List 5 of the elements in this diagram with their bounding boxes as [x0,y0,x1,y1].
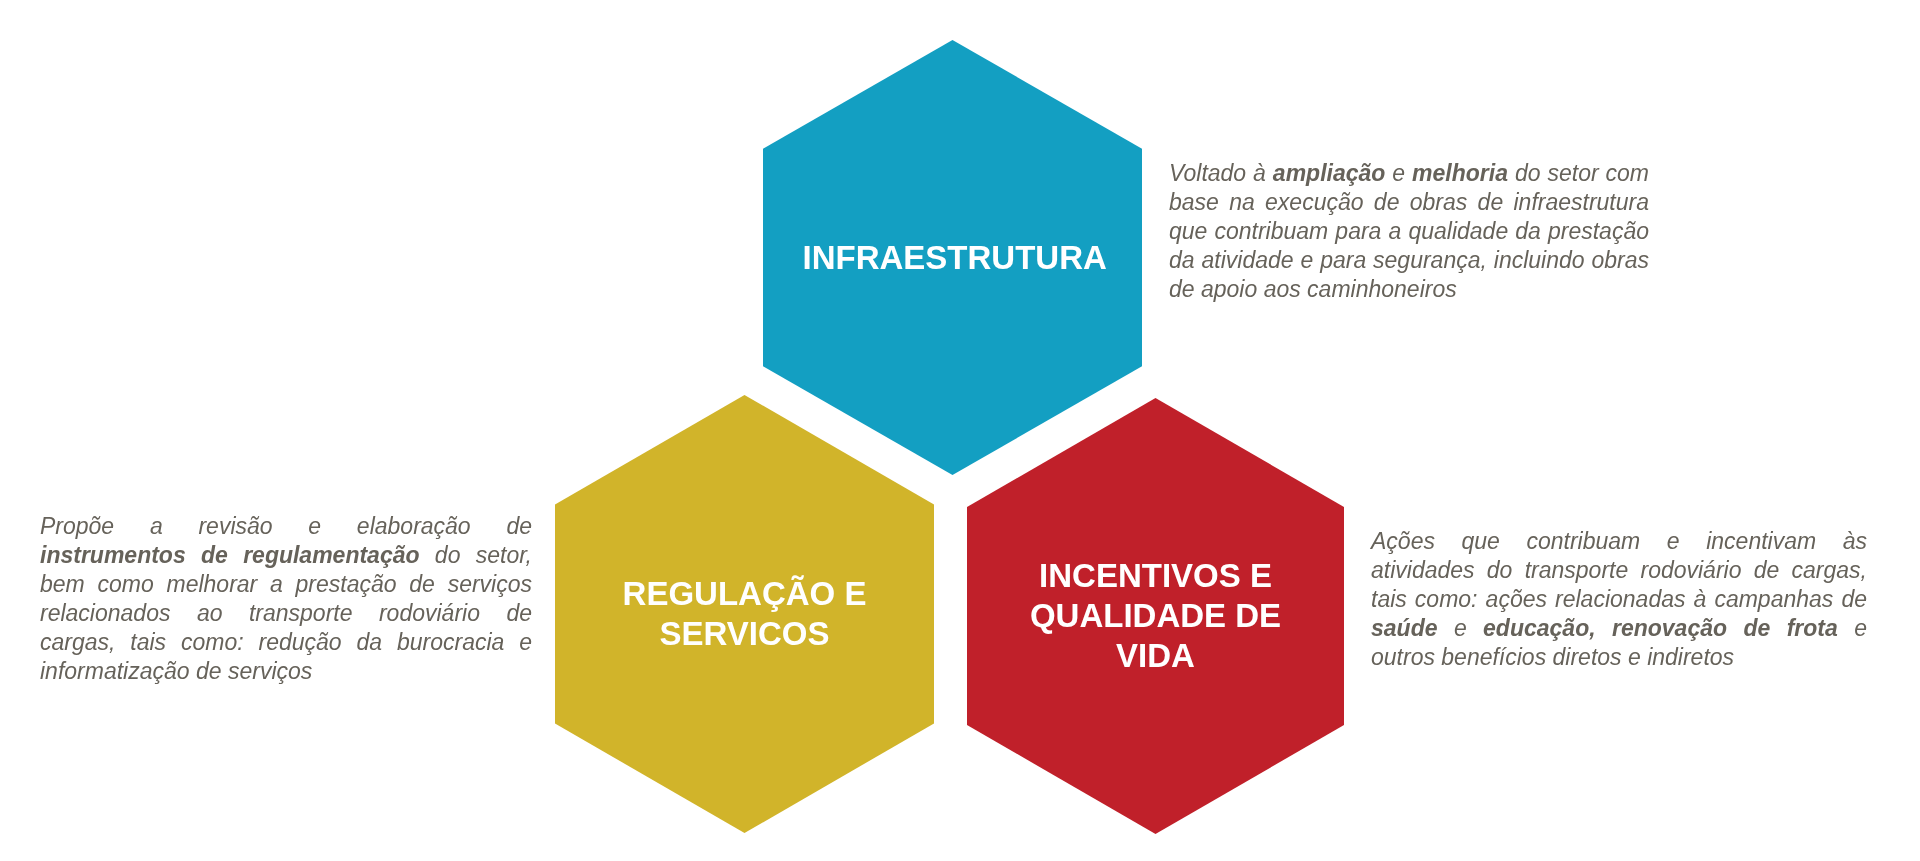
hexagon-title: INCENTIVOS E QUALIDADE DE VIDA [1028,556,1283,676]
description-text: Voltado à ampliação e melhoria do setor com base na execução de obras de infraestrutura que contribuam para a qualidade da prestação da atividade e para segurança, incluindo obras de apoio aos caminhoneiros [1169,159,1649,304]
description-text: Ações que contribuam e incentivam às atividades do transporte rodoviário de cargas, tais como: ações relacionadas à campanhas de saúde e educação, renovação de frota e outros benefícios diretos e indiretos [1371,527,1867,672]
description-text: Propõe a revisão e elaboração de instrumentos de regulamentação do setor, bem como melhorar a prestação de serviços relacionados ao transporte rodoviário de cargas, tais como: redução da burocracia e informatização de serviços [40,512,532,686]
hexagon-title: REGULAÇÃO E SERVICOS [621,574,868,654]
